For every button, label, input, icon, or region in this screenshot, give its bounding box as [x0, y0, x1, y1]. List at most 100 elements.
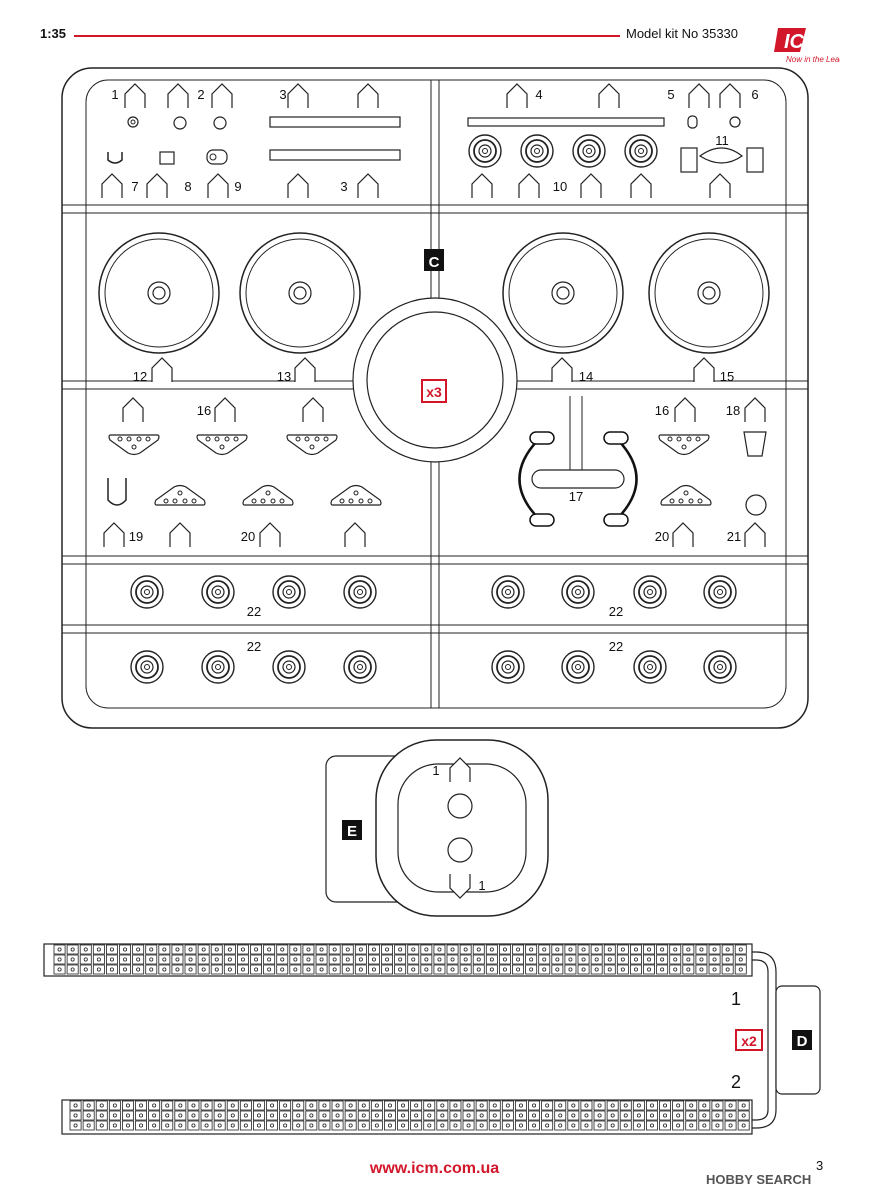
track-pin [502, 967, 507, 972]
track-pin [673, 967, 678, 972]
track-pin [676, 1123, 681, 1128]
icm-logo: ICM Now in the Lead [770, 22, 844, 66]
track-pin [306, 957, 311, 962]
track-pin [597, 1113, 602, 1118]
track-pin [489, 947, 494, 952]
track-pin [57, 967, 62, 972]
part-label-4: 4 [535, 87, 542, 102]
track-pin [542, 957, 547, 962]
part-label-16: 16 [197, 403, 211, 418]
track-pin [741, 1123, 746, 1128]
track-pin [136, 967, 141, 972]
track-pin [296, 1123, 301, 1128]
track-pin [112, 1103, 117, 1108]
track-pin [256, 1103, 261, 1108]
track-pin [607, 947, 612, 952]
track-pin [96, 967, 101, 972]
track-pin [476, 967, 481, 972]
track-pin [532, 1123, 537, 1128]
track-pin [398, 967, 403, 972]
part-label-10: 10 [553, 179, 567, 194]
track-pin [139, 1103, 144, 1108]
track-pin [123, 957, 128, 962]
track-pin [86, 1103, 91, 1108]
track-pin [649, 1113, 654, 1118]
track-pin [387, 1113, 392, 1118]
track-pin [243, 1103, 248, 1108]
track-pin [371, 957, 376, 962]
track-pin [240, 947, 245, 952]
track-pin [584, 1113, 589, 1118]
track-pin [149, 947, 154, 952]
track-pin [70, 947, 75, 952]
sprue-d-part-2: 2 [731, 1072, 741, 1092]
track-pin [673, 957, 678, 962]
part-label-15: 15 [720, 369, 734, 384]
track-pin [689, 1123, 694, 1128]
track-pin [348, 1113, 353, 1118]
track-pin [254, 967, 259, 972]
track-pin [558, 1103, 563, 1108]
track-pin [660, 947, 665, 952]
track-pin [348, 1103, 353, 1108]
track-pin [440, 1103, 445, 1108]
track-pin [529, 967, 534, 972]
track-pin [280, 947, 285, 952]
track-pin [293, 967, 298, 972]
track-pin [492, 1103, 497, 1108]
track-pin [440, 1123, 445, 1128]
track-pin [136, 957, 141, 962]
sprue-c-letter: C [429, 254, 440, 271]
track-pin [676, 1103, 681, 1108]
track-pin [358, 957, 363, 962]
part-label-1: 1 [111, 87, 118, 102]
track-pin [254, 947, 259, 952]
sprue-e-letter: E [347, 823, 357, 840]
track-pin [516, 967, 521, 972]
track-pin [649, 1123, 654, 1128]
track-pin [162, 947, 167, 952]
track-pin [414, 1113, 419, 1118]
track-pin [175, 957, 180, 962]
track-pin [214, 947, 219, 952]
track-pin [689, 1103, 694, 1108]
wheel-12 [98, 232, 220, 354]
track-pin [139, 1123, 144, 1128]
track-pin [686, 947, 691, 952]
track-pin [702, 1103, 707, 1108]
track-pin [453, 1113, 458, 1118]
track-pin [123, 947, 128, 952]
track-pin [623, 1103, 628, 1108]
track-pin [149, 957, 154, 962]
track-pin [99, 1113, 104, 1118]
track-pin [109, 957, 114, 962]
track-pin [518, 1123, 523, 1128]
track-pin [450, 957, 455, 962]
track-pin [633, 967, 638, 972]
track-pin [270, 1103, 275, 1108]
track-pin [516, 957, 521, 962]
track-pin [647, 947, 652, 952]
track-pin [529, 947, 534, 952]
track-pin [267, 957, 272, 962]
track-pin [319, 967, 324, 972]
svg-text:ICM: ICM [784, 31, 822, 53]
track-pin [175, 967, 180, 972]
track-pin [479, 1123, 484, 1128]
part-label-6: 6 [751, 87, 758, 102]
track-pin [109, 967, 114, 972]
track-pin [532, 1113, 537, 1118]
sprue-e-part-1b: 1 [478, 878, 485, 893]
track-pin [610, 1123, 615, 1128]
track-pin [230, 1113, 235, 1118]
track-pin [188, 967, 193, 972]
track-pin [309, 1113, 314, 1118]
track-pin [568, 967, 573, 972]
track-pin [518, 1113, 523, 1118]
track-pin [283, 1123, 288, 1128]
track-pin [424, 967, 429, 972]
footer-website[interactable]: www.icm.com.ua [369, 1160, 500, 1177]
track-pin [374, 1123, 379, 1128]
track-pin [673, 947, 678, 952]
track-pin [296, 1103, 301, 1108]
